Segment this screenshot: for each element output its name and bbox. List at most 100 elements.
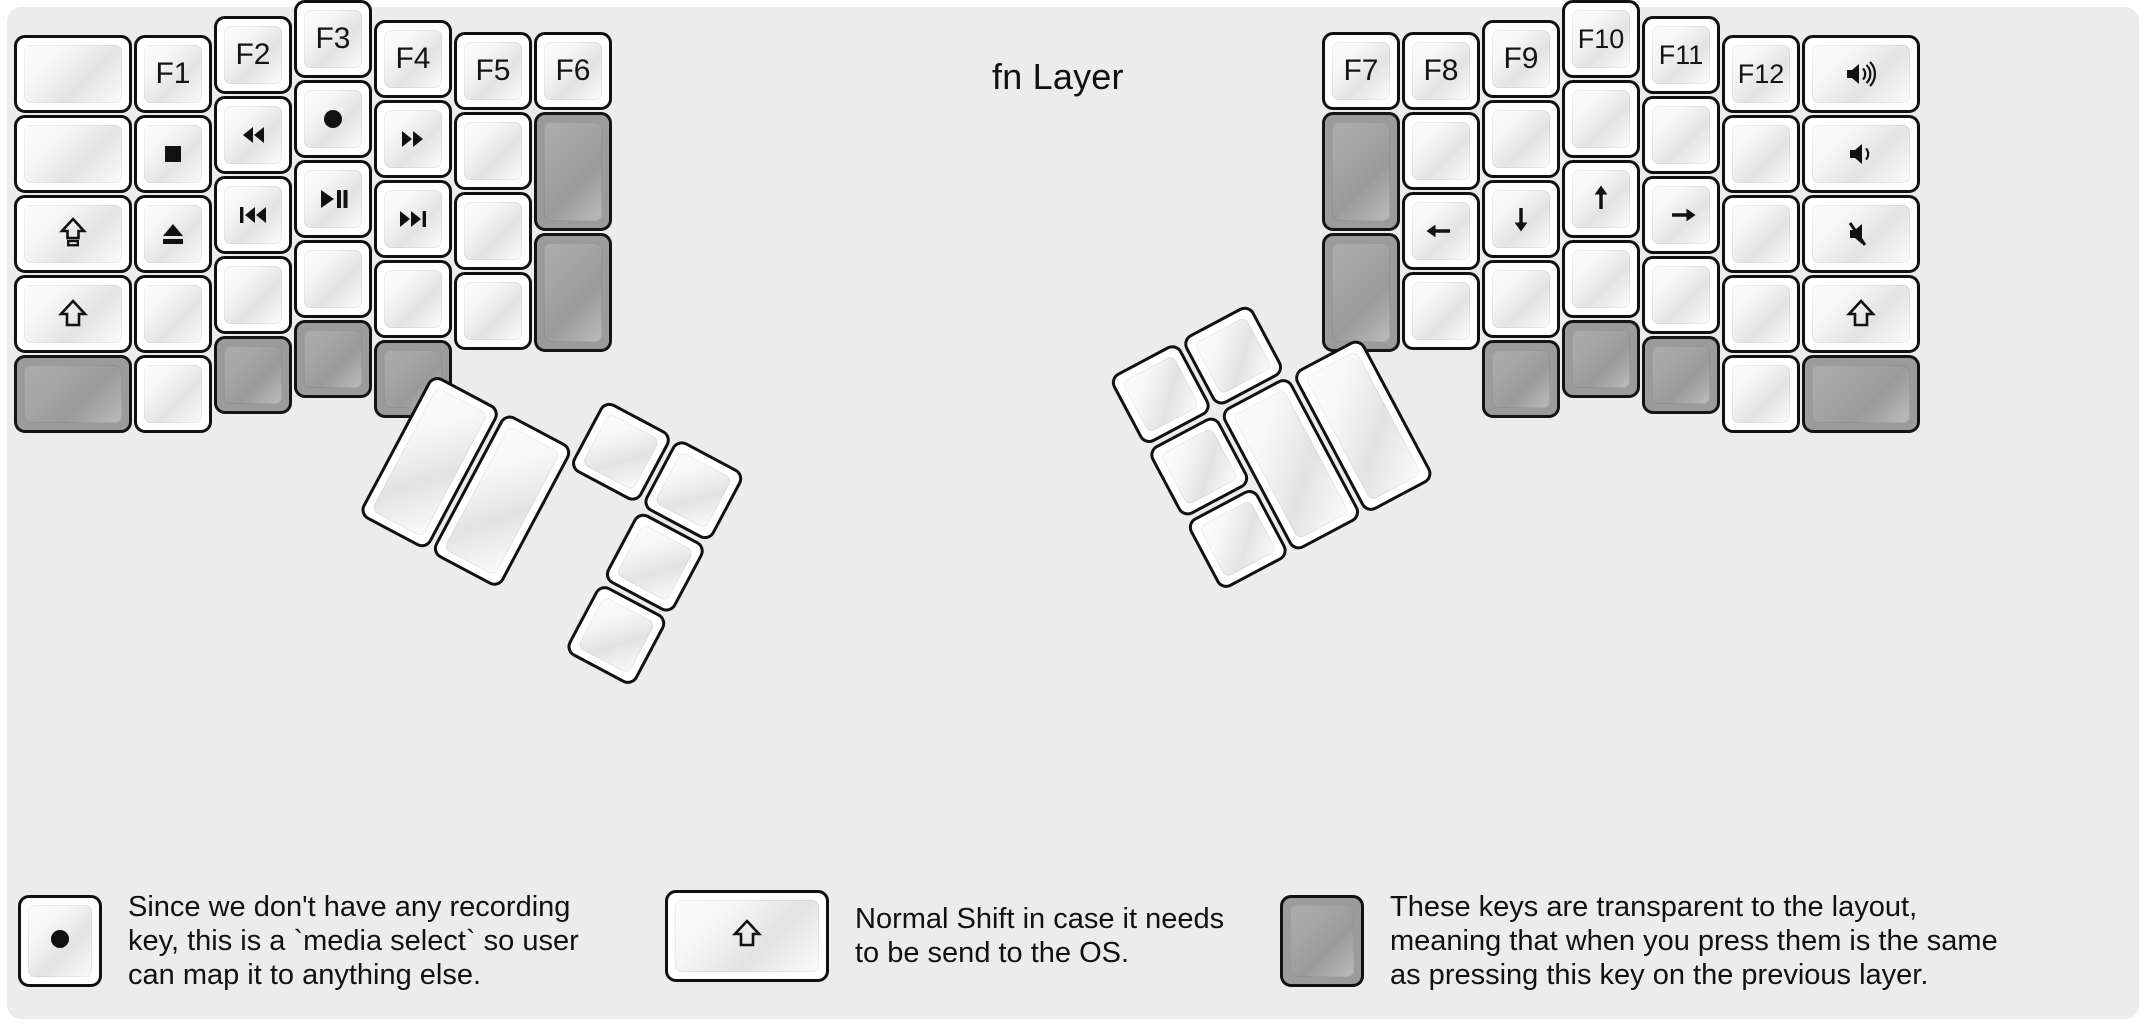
left-col-pinky-key-3[interactable]	[134, 275, 212, 353]
left-col-index-key-0[interactable]: F4	[374, 20, 452, 98]
right-col-pinky-key-4[interactable]	[1722, 355, 1800, 433]
left-col-ring-key-3[interactable]	[214, 256, 292, 334]
right-col-pinky-outer-key-3[interactable]	[1802, 275, 1920, 353]
left-col-pinky-key-0[interactable]: F1	[134, 35, 212, 113]
keycap-surface	[144, 125, 202, 183]
keycap-surface	[304, 330, 362, 388]
left-col-ring-key-2[interactable]	[214, 176, 292, 254]
left-col-index-inner-key-2[interactable]	[454, 192, 532, 270]
right-col-middle-key-1[interactable]	[1562, 80, 1640, 158]
left-col-inner-key-1[interactable]	[534, 112, 612, 231]
left-col-index-inner-key-3[interactable]	[454, 272, 532, 350]
keycap-surface	[1332, 243, 1390, 342]
right-col-index-inner-key-1[interactable]	[1402, 112, 1480, 190]
left-col-pinky-outer-key-1[interactable]	[14, 115, 132, 193]
left-col-ring-key-4[interactable]	[214, 336, 292, 414]
left-col-index-key-2[interactable]	[374, 180, 452, 258]
left-col-pinky-outer-key-4[interactable]	[14, 355, 132, 433]
right-col-middle-key-3[interactable]	[1562, 240, 1640, 318]
right-col-index-key-1[interactable]	[1482, 100, 1560, 178]
keycap-surface	[1572, 90, 1630, 148]
keycap-surface	[1652, 346, 1710, 404]
keycap-surface	[544, 42, 602, 100]
right-col-index-key-4[interactable]	[1482, 340, 1560, 418]
left-col-middle-key-0[interactable]: F3	[294, 0, 372, 78]
right-col-inner-key-2[interactable]	[1322, 233, 1400, 352]
keycap-surface	[24, 285, 122, 343]
keycap-surface	[1812, 365, 1910, 423]
keycap-surface	[24, 205, 122, 263]
left-col-pinky-outer-key-2[interactable]	[14, 195, 132, 273]
right-col-pinky-key-2[interactable]	[1722, 195, 1800, 273]
keycap-surface	[144, 45, 202, 103]
left-col-middle-key-1[interactable]	[294, 80, 372, 158]
keycap-surface	[464, 202, 522, 260]
right-col-index-key-3[interactable]	[1482, 260, 1560, 338]
legend-transparent-keys: These keys are transparent to the layout…	[1280, 890, 1998, 993]
keycap-surface	[224, 106, 282, 164]
left-col-index-key-3[interactable]	[374, 260, 452, 338]
keycap-surface	[1812, 45, 1910, 103]
right-col-index-key-2[interactable]	[1482, 180, 1560, 258]
keycap-surface	[544, 122, 602, 221]
left-col-middle-key-4[interactable]	[294, 320, 372, 398]
right-col-pinky-outer-key-4[interactable]	[1802, 355, 1920, 433]
legend-transparent-keys-text: These keys are transparent to the layout…	[1390, 891, 1998, 992]
keycap-surface	[1412, 202, 1470, 260]
keycap-surface	[144, 365, 202, 423]
legend-normal-shift-swatch	[665, 890, 829, 982]
left-col-middle-key-3[interactable]	[294, 240, 372, 318]
right-col-pinky-key-0[interactable]: F12	[1722, 35, 1800, 113]
keycap-surface	[1412, 282, 1470, 340]
right-col-pinky-outer-key-2[interactable]	[1802, 195, 1920, 273]
right-col-ring-key-4[interactable]	[1642, 336, 1720, 414]
right-col-index-inner-key-0[interactable]: F8	[1402, 32, 1480, 110]
right-col-index-inner-key-3[interactable]	[1402, 272, 1480, 350]
keycap-surface	[1652, 106, 1710, 164]
left-col-pinky-outer-key-3[interactable]	[14, 275, 132, 353]
keycap-surface	[1652, 26, 1710, 84]
keycap-surface	[1121, 354, 1200, 434]
right-col-inner-key-0[interactable]: F7	[1322, 32, 1400, 110]
right-col-pinky-outer-key-1[interactable]	[1802, 115, 1920, 193]
keycap-surface	[224, 26, 282, 84]
right-col-ring-key-1[interactable]	[1642, 96, 1720, 174]
left-col-middle-key-2[interactable]	[294, 160, 372, 238]
right-col-pinky-key-3[interactable]	[1722, 275, 1800, 353]
keycap-surface	[1193, 316, 1273, 395]
keycap-surface	[304, 10, 362, 68]
left-col-index-inner-key-0[interactable]: F5	[454, 32, 532, 110]
left-col-inner-key-2[interactable]	[534, 233, 612, 352]
keycap-surface	[1732, 365, 1790, 423]
right-col-middle-key-2[interactable]	[1562, 160, 1640, 238]
right-col-middle-key-0[interactable]: F10	[1562, 0, 1640, 78]
right-col-index-key-0[interactable]: F9	[1482, 20, 1560, 98]
left-col-index-inner-key-1[interactable]	[454, 112, 532, 190]
keycap-surface	[654, 451, 733, 530]
legend-media-select-text: Since we don't have any recording key, t…	[128, 891, 579, 992]
keycap-surface	[1572, 330, 1630, 388]
right-col-ring-key-3[interactable]	[1642, 256, 1720, 334]
right-col-middle-key-4[interactable]	[1562, 320, 1640, 398]
right-col-ring-key-2[interactable]	[1642, 176, 1720, 254]
keycap-surface	[581, 412, 661, 491]
keycap-surface	[144, 205, 202, 263]
left-col-index-key-1[interactable]	[374, 100, 452, 178]
page-title: fn Layer	[992, 56, 1124, 97]
left-col-pinky-key-2[interactable]	[134, 195, 212, 273]
left-col-pinky-outer-key-0[interactable]	[14, 35, 132, 113]
right-col-ring-key-0[interactable]: F11	[1642, 16, 1720, 94]
keycap-surface	[384, 110, 442, 168]
keycap-surface	[1812, 285, 1910, 343]
left-col-pinky-key-4[interactable]	[134, 355, 212, 433]
right-col-inner-key-1[interactable]	[1322, 112, 1400, 231]
right-col-pinky-outer-key-0[interactable]	[1802, 35, 1920, 113]
right-col-pinky-key-1[interactable]	[1722, 115, 1800, 193]
left-col-pinky-key-1[interactable]	[134, 115, 212, 193]
keycap-surface	[1412, 42, 1470, 100]
right-col-index-inner-key-2[interactable]	[1402, 192, 1480, 270]
shift-icon	[727, 914, 767, 959]
left-col-ring-key-0[interactable]: F2	[214, 16, 292, 94]
left-col-ring-key-1[interactable]	[214, 96, 292, 174]
left-col-inner-key-0[interactable]: F6	[534, 32, 612, 110]
